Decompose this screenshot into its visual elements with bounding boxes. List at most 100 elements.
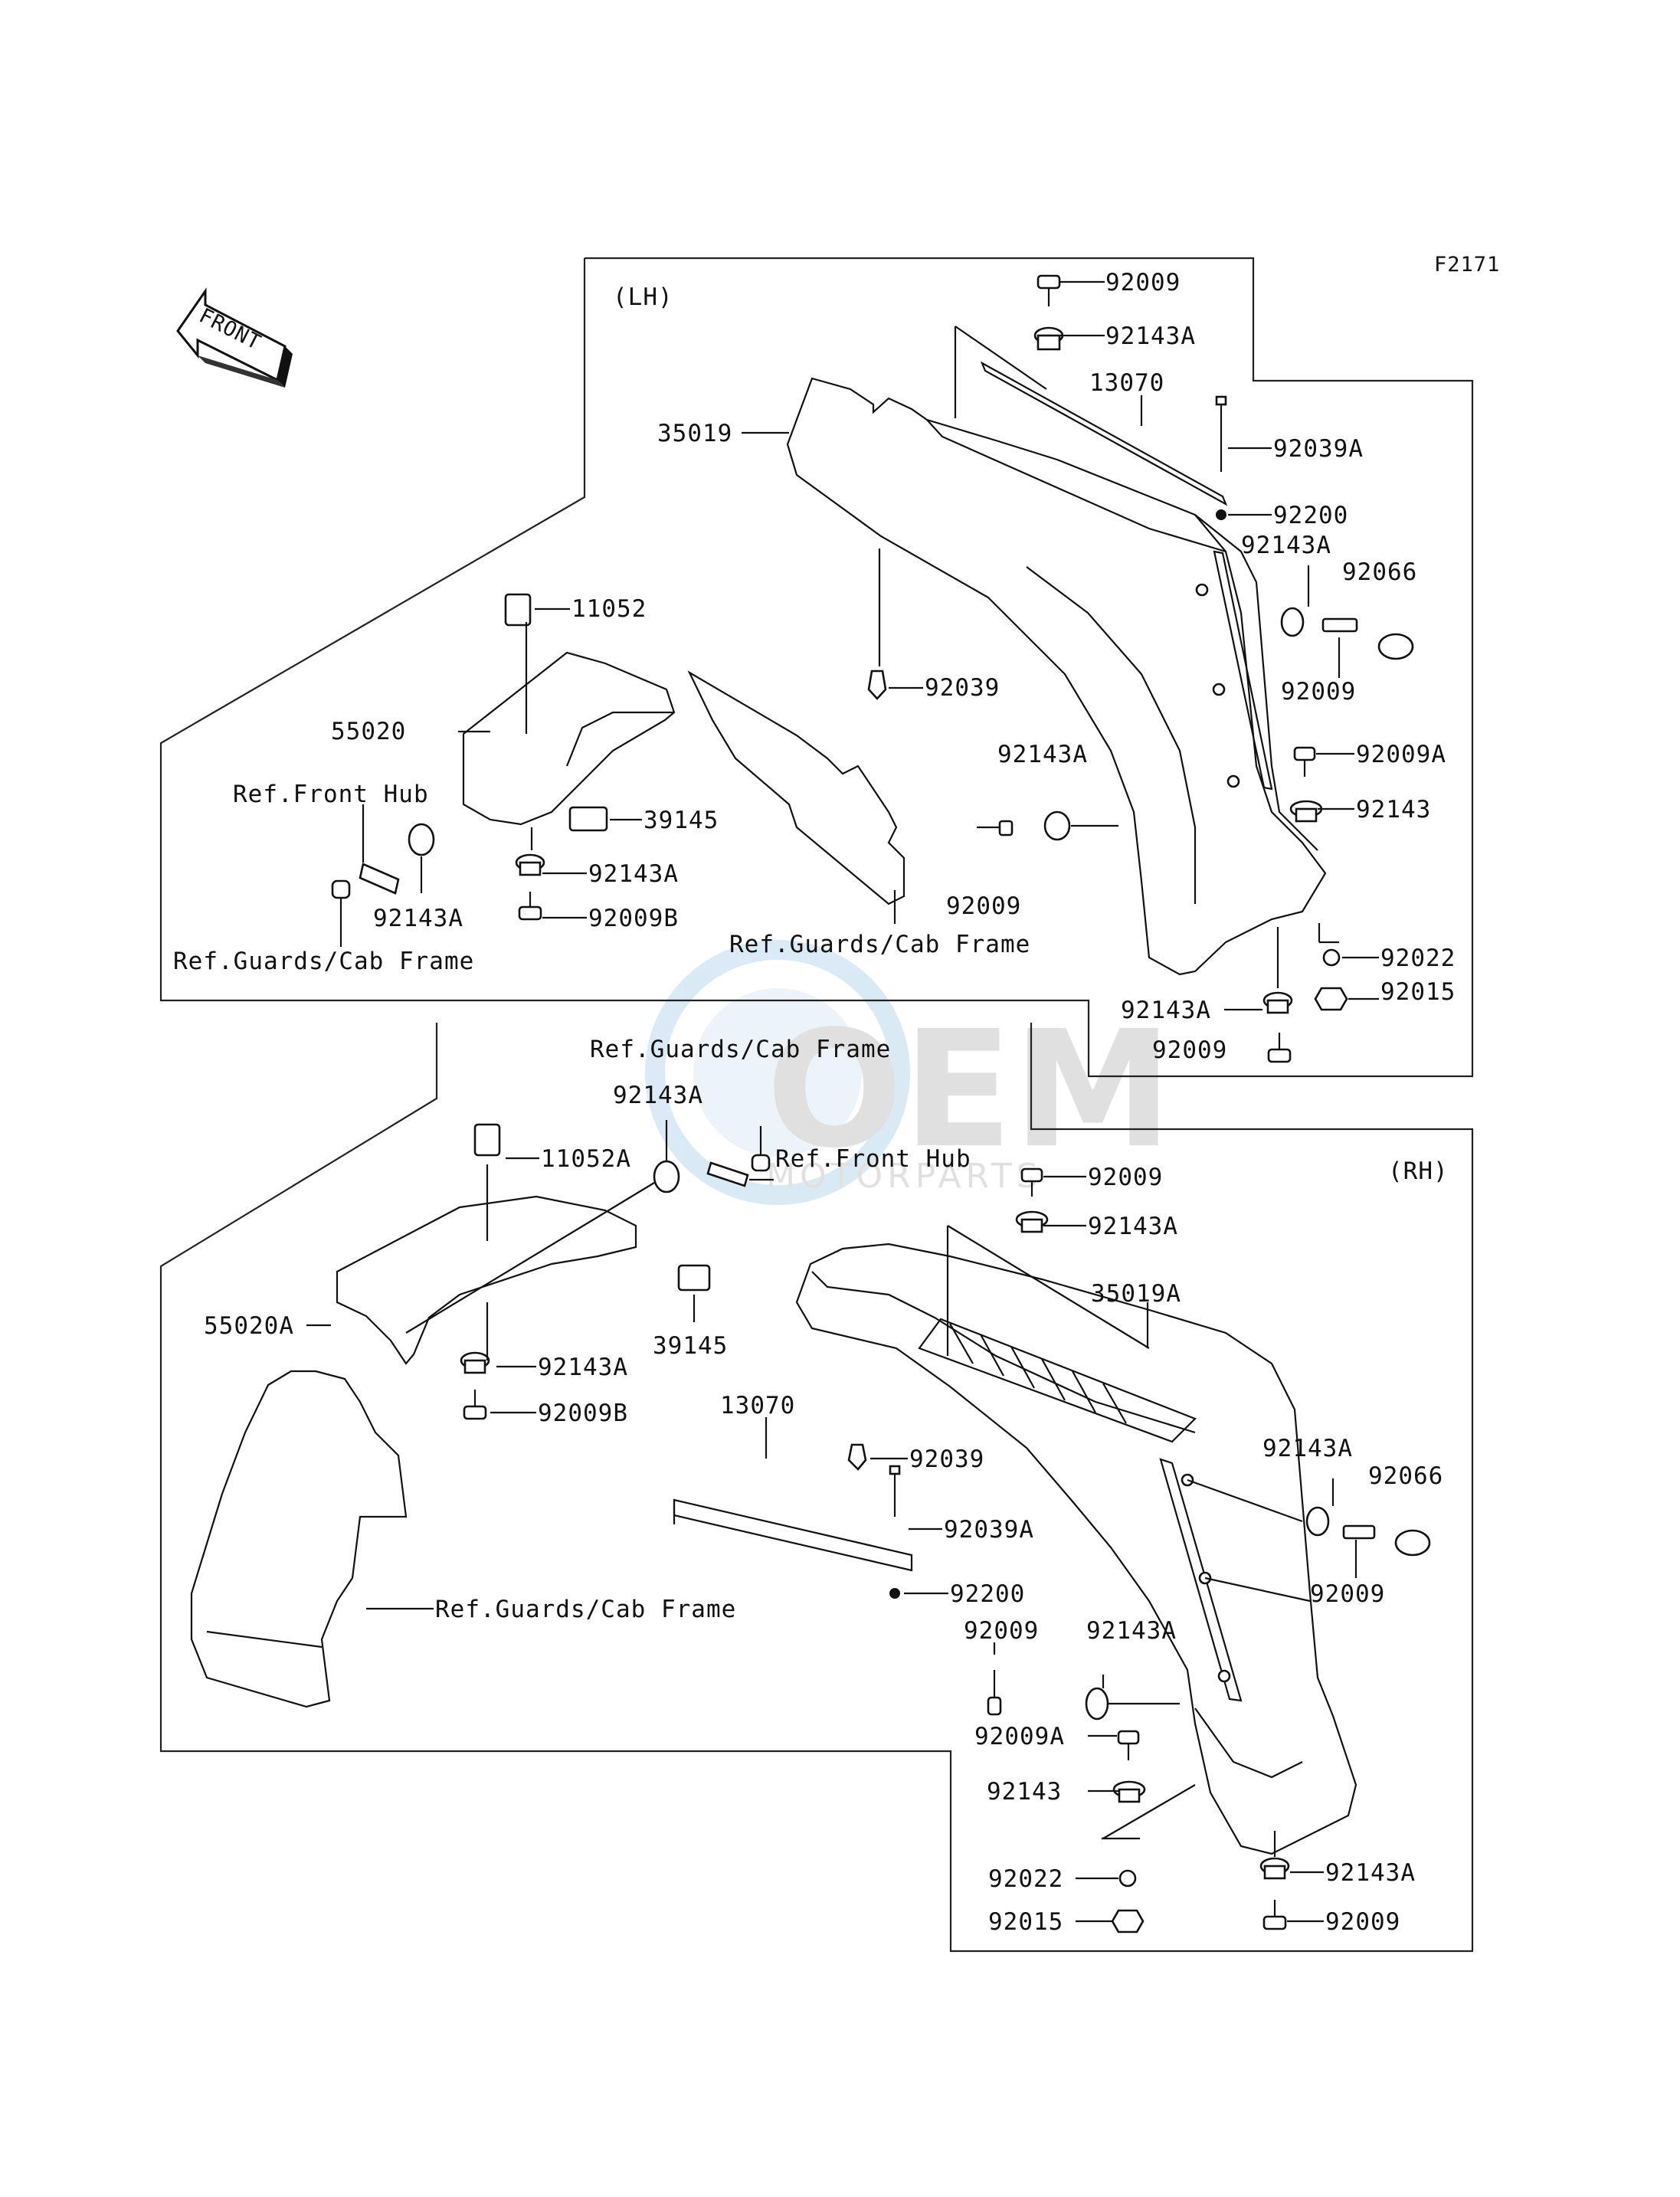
label-92009B: 92009B (588, 905, 679, 932)
rh-title: (RH) (1388, 1157, 1449, 1185)
ref-hub-plate-icon (706, 1161, 749, 1187)
label-ref-guards-cab-frame: Ref.Guards/Cab Frame (173, 948, 474, 975)
label-92039: 92039 (925, 674, 1000, 702)
label-92143A: 92143A (588, 860, 679, 888)
rh-vent-grille (918, 1318, 1197, 1443)
bolt-icon (1262, 1900, 1287, 1930)
bolt-icon (463, 1390, 487, 1420)
label-ref-front-hub: Ref.Front Hub (775, 1145, 971, 1173)
clip-icon (847, 1443, 867, 1471)
grommet-icon (1015, 1210, 1049, 1233)
label-92143A: 92143A (1325, 1859, 1416, 1887)
label-ref-front-hub: Ref.Front Hub (233, 781, 429, 808)
label-11052: 11052 (571, 595, 647, 623)
label-92015: 92015 (1380, 978, 1456, 1006)
label-92143A: 92143A (1121, 997, 1211, 1024)
label-13070: 13070 (1089, 369, 1164, 397)
grommet-icon (1289, 800, 1323, 823)
label-92143A: 92143A (997, 741, 1088, 768)
nut-icon (1314, 987, 1348, 1011)
label-92066: 92066 (1368, 1462, 1443, 1490)
label-92022: 92022 (988, 1865, 1063, 1893)
clip-icon (568, 806, 608, 832)
label-92009: 92009 (1105, 269, 1181, 296)
label-35019: 35019 (657, 420, 732, 447)
label-92143A: 92143A (613, 1082, 703, 1109)
bolt-icon (1117, 1730, 1140, 1760)
label-92009: 92009 (1325, 1908, 1400, 1936)
nut-icon (1111, 1909, 1145, 1933)
label-92143A: 92143A (1088, 1213, 1178, 1240)
lh-panel: (LH) (159, 257, 1474, 1078)
rh-border (159, 1023, 1474, 1953)
bolt-icon (518, 892, 542, 921)
label-92039: 92039 (909, 1446, 984, 1473)
label-92143A: 92143A (1086, 1617, 1177, 1645)
label-92143A: 92143A (1241, 532, 1331, 559)
rh-strip-13070 (673, 1498, 913, 1572)
label-92143A: 92143A (1105, 323, 1196, 350)
label-92143: 92143 (1356, 796, 1431, 823)
bolt-icon (331, 879, 351, 899)
label-92200: 92200 (950, 1580, 1025, 1608)
bolt-icon (1267, 1033, 1292, 1063)
label-92200: 92200 (1273, 502, 1348, 529)
rivet-icon (1215, 395, 1227, 472)
label-ref-guards-cab-frame: Ref.Guards/Cab Frame (435, 1596, 736, 1623)
label-39145: 39145 (653, 1332, 728, 1360)
label-ref-guards-cab-frame: Ref.Guards/Cab Frame (729, 931, 1030, 958)
label-92009A: 92009A (974, 1723, 1065, 1750)
label-39145: 39145 (644, 807, 719, 834)
label-55020: 55020 (331, 718, 406, 745)
grommet-icon (1262, 991, 1293, 1014)
bolt-icon (1036, 274, 1061, 306)
watermark-brand: OEM (766, 996, 1173, 1184)
bolt-icon (1020, 1167, 1043, 1197)
bracket-icon (473, 1123, 501, 1157)
washer-icon (1118, 1869, 1137, 1888)
label-92009: 92009 (1310, 1580, 1385, 1608)
label-92039A: 92039A (1273, 435, 1364, 463)
bolt-icon (987, 1670, 1002, 1716)
grommet-icon (1043, 810, 1071, 841)
washer-icon (889, 1588, 900, 1599)
lh-strip-13070 (980, 361, 1228, 506)
lh-border (159, 257, 1474, 1078)
figure-code: F2171 (1434, 253, 1500, 277)
lh-fender-35019 (786, 377, 1327, 976)
label-92009: 92009 (946, 892, 1021, 920)
bolt-icon (1321, 617, 1358, 633)
label-92009: 92009 (964, 1617, 1039, 1645)
cap-icon (1377, 633, 1414, 660)
grommet-icon (1259, 1857, 1290, 1880)
grommet-icon (653, 1160, 680, 1193)
label-92143: 92143 (987, 1778, 1062, 1806)
label-13070: 13070 (720, 1392, 795, 1419)
grommet-icon (1085, 1687, 1109, 1721)
washer-icon (1322, 948, 1341, 967)
rh-guard-55020A (336, 1195, 637, 1365)
ref-hub-plate-icon (359, 863, 400, 895)
grommet-icon (460, 1351, 490, 1374)
label-11052A: 11052A (541, 1145, 631, 1173)
front-arrow-icon: FRONT (176, 287, 293, 388)
label-92009B: 92009B (538, 1400, 628, 1427)
label-92009A: 92009A (1356, 741, 1446, 768)
watermark-sub: MOTORPARTS (766, 1157, 1043, 1196)
grommet-icon (1305, 1506, 1330, 1537)
lh-title: (LH) (613, 283, 673, 311)
label-55020A: 55020A (204, 1312, 294, 1340)
label-92143A: 92143A (373, 905, 463, 932)
label-92015: 92015 (988, 1908, 1063, 1936)
cap-icon (1394, 1529, 1431, 1557)
label-92143A: 92143A (1262, 1435, 1353, 1462)
label-92066: 92066 (1342, 558, 1417, 586)
grommet-icon (1280, 607, 1305, 637)
label-ref-guards-cab-frame: Ref.Guards/Cab Frame (590, 1036, 891, 1063)
clip-icon (677, 1264, 711, 1292)
clip-icon (867, 670, 887, 700)
rh-fender-35019A (795, 1243, 1357, 1855)
bolt-icon (977, 820, 1014, 837)
grommet-icon (408, 823, 435, 856)
